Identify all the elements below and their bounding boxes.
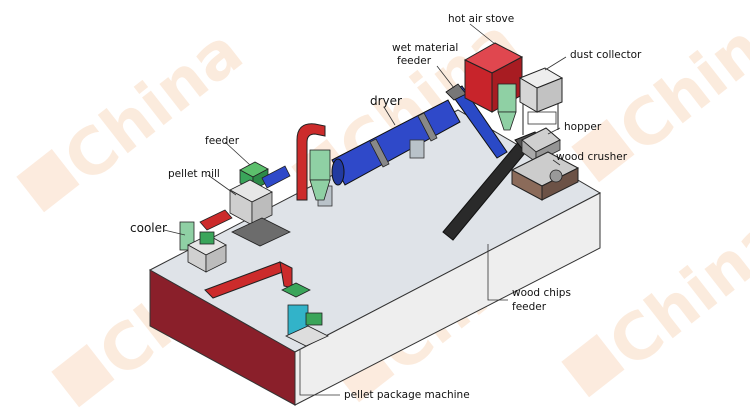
- leader-hot-air-stove: [469, 23, 496, 45]
- package-machine-scale: [305, 312, 323, 326]
- label-dryer: dryer: [370, 94, 402, 108]
- pellet-mill-unit: [199, 161, 291, 247]
- leader-cooler: [163, 229, 186, 236]
- label-dust-collector: dust collector: [570, 49, 642, 61]
- leader-dust-collector: [544, 56, 567, 71]
- leader-pellet-mill: [207, 174, 237, 196]
- mill-base: [231, 217, 291, 247]
- dust-collector-frame: [527, 111, 557, 125]
- pellet-cyclone-cone: [309, 179, 331, 201]
- cooler-unit: [179, 221, 227, 273]
- cooler-side: [205, 244, 227, 273]
- label-cooler: cooler: [130, 221, 167, 235]
- pellet-package-machine: [281, 282, 329, 347]
- leader-wood-crusher: [552, 159, 561, 166]
- leader-dryer: [383, 106, 396, 126]
- package-machine-base: [285, 325, 329, 347]
- label-wood-chips-feeder-line1: wood chips: [512, 287, 571, 299]
- labels: hot air stove wet material feeder dust c…: [130, 13, 642, 401]
- crusher-side: [541, 167, 579, 201]
- label-pellet-package-machine: pellet package machine: [344, 389, 470, 401]
- rotary-dryer: [317, 99, 461, 207]
- label-wet-material-feeder-line2: feeder: [397, 55, 432, 67]
- package-hopper: [281, 282, 311, 298]
- platform-side: [294, 192, 601, 406]
- watermark-logo-4: [51, 344, 115, 408]
- mill-discharge-chute: [199, 209, 233, 231]
- label-feeder: feeder: [205, 135, 240, 147]
- dust-collector-side: [536, 77, 563, 113]
- platform: [148, 109, 602, 406]
- pellet-cyclone-body: [309, 149, 331, 181]
- dryer-support-2: [409, 139, 425, 159]
- wet-material-feeder: [445, 83, 508, 159]
- label-hot-air-stove: hot air stove: [448, 13, 514, 25]
- leader-hopper: [547, 127, 561, 135]
- cooler-cyclone: [179, 221, 195, 251]
- dryer-cyclone-body: [497, 83, 517, 113]
- watermark-logo-3: [571, 119, 635, 183]
- cooler-fan: [199, 231, 215, 245]
- mill-screw-feeder: [261, 165, 291, 189]
- leader-feeder: [224, 141, 251, 166]
- crusher-motor: [549, 169, 563, 183]
- red-duct: [296, 123, 326, 201]
- leader-wet-material-feeder: [436, 65, 455, 89]
- label-hopper: hopper: [564, 121, 602, 133]
- leader-lines: [163, 23, 567, 396]
- wood-crusher-unit: [510, 151, 580, 201]
- dryer-cyclone-cone: [497, 111, 517, 131]
- watermark-text-1: China: [51, 15, 257, 198]
- dryer-drum-end: [331, 158, 345, 186]
- pellet-cyclone: [309, 149, 331, 201]
- watermark-text-3: China: [606, 0, 750, 168]
- dryer-ring-2: [417, 112, 438, 142]
- watermark-logo-1: [16, 149, 80, 213]
- watermark-text-6: China: [596, 200, 750, 383]
- pellet-mill-side: [251, 191, 273, 226]
- leader-pellet-package-machine: [299, 350, 340, 396]
- dust-collector-unit: [497, 67, 564, 135]
- leader-wood-chips-feeder: [487, 244, 508, 301]
- label-pellet-mill: pellet mill: [168, 168, 220, 180]
- label-wood-crusher: wood crusher: [556, 151, 628, 163]
- label-wet-material-feeder-line1: wet material: [392, 42, 458, 54]
- red-conveyor: [204, 261, 293, 299]
- label-wood-chips-feeder-line2: feeder: [512, 301, 547, 313]
- watermark-logo-6: [561, 334, 625, 398]
- duct-pipe: [296, 123, 326, 201]
- dryer-ring-1: [369, 138, 390, 168]
